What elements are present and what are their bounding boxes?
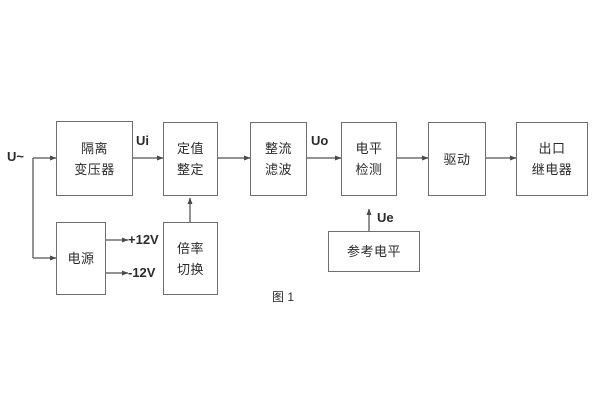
block-multiplier-switch[interactable]: 倍率 切换	[163, 222, 218, 295]
signal-label-positive-12v: +12V	[128, 232, 159, 247]
block-reference-level[interactable]: 参考电平	[328, 231, 420, 272]
block-driver[interactable]: 驱动	[428, 122, 486, 196]
block-rectifier-filter-line1: 整流	[264, 141, 292, 156]
block-level-detection[interactable]: 电平 检测	[341, 122, 397, 196]
figure-caption: 图 1	[272, 290, 295, 304]
block-isolation-transformer-line1: 隔离	[80, 140, 108, 156]
block-level-detection-line2: 检测	[355, 162, 383, 177]
block-isolation-transformer[interactable]: 隔离 变压器	[56, 121, 133, 196]
block-multiplier-switch-line2: 切换	[176, 261, 204, 277]
block-rectifier-filter-line2: 滤波	[264, 162, 292, 177]
signal-label-uo: Uo	[311, 133, 329, 148]
block-setting-value-line1: 定值	[176, 141, 204, 156]
block-setting-value-line2: 整定	[176, 162, 204, 177]
signal-label-ui: Ui	[136, 133, 149, 148]
block-driver-line1: 驱动	[443, 151, 471, 167]
block-power-supply-line1: 电源	[67, 251, 95, 266]
block-output-relay[interactable]: 出口 继电器	[516, 122, 588, 196]
block-level-detection-line1: 电平	[355, 141, 383, 156]
signal-label-ue: Ue	[377, 210, 394, 225]
block-power-supply[interactable]: 电源	[56, 222, 106, 295]
block-output-relay-line2: 继电器	[531, 162, 573, 177]
block-setting-value[interactable]: 定值 整定	[163, 122, 218, 196]
block-output-relay-line1: 出口	[538, 141, 566, 156]
input-label-u-ac: U~	[7, 149, 24, 164]
block-isolation-transformer-line2: 变压器	[74, 161, 115, 177]
block-reference-level-line1: 参考电平	[346, 244, 401, 259]
signal-label-negative-12v: -12V	[128, 265, 156, 280]
block-rectifier-filter[interactable]: 整流 滤波	[250, 122, 307, 196]
block-multiplier-switch-line1: 倍率	[176, 240, 204, 256]
